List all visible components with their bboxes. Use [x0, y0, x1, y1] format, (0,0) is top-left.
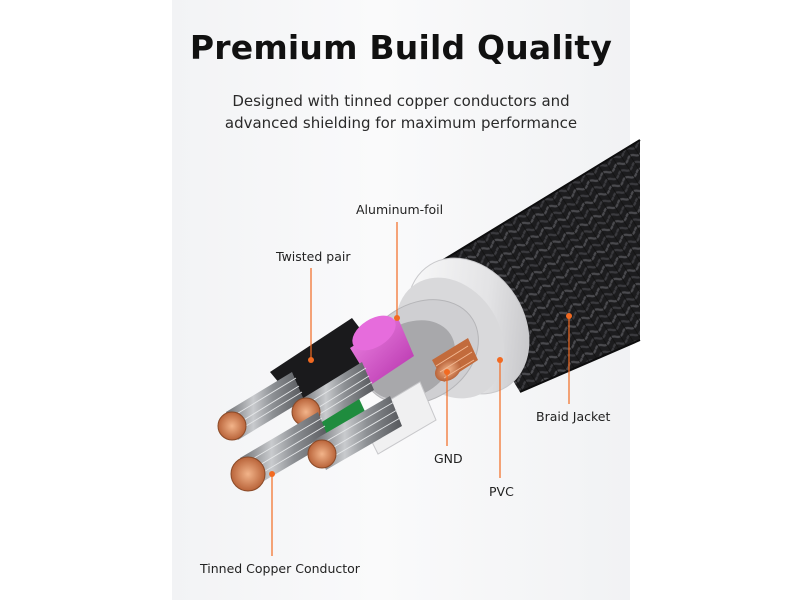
leader-tinned-copper — [269, 471, 275, 556]
leader-gnd — [444, 369, 450, 446]
page-title: Premium Build Quality — [189, 28, 613, 67]
subtitle-line-1: Designed with tinned copper conductors a… — [232, 92, 570, 110]
leader-braid-jacket — [566, 313, 572, 404]
label-braid-jacket: Braid Jacket — [536, 409, 611, 424]
page-subtitle: Designed with tinned copper conductors a… — [172, 90, 630, 134]
label-gnd: GND — [434, 451, 463, 466]
aluminum-foil-wire — [350, 315, 414, 384]
label-pvc: PVC — [489, 484, 514, 499]
label-aluminum-foil: Aluminum-foil — [356, 202, 444, 217]
leader-pvc — [497, 357, 503, 478]
subtitle-line-2: advanced shielding for maximum performan… — [224, 114, 578, 132]
leader-twisted-pair — [308, 268, 314, 363]
leader-aluminum-foil — [394, 222, 400, 321]
label-tinned-copper-conductor: Tinned Copper Conductor — [200, 561, 360, 576]
label-twisted-pair: Twisted pair — [276, 249, 351, 264]
conductor-bottom-middle — [307, 396, 402, 470]
conductor-bottom-left — [230, 412, 330, 492]
conductor-top-left — [217, 372, 304, 441]
